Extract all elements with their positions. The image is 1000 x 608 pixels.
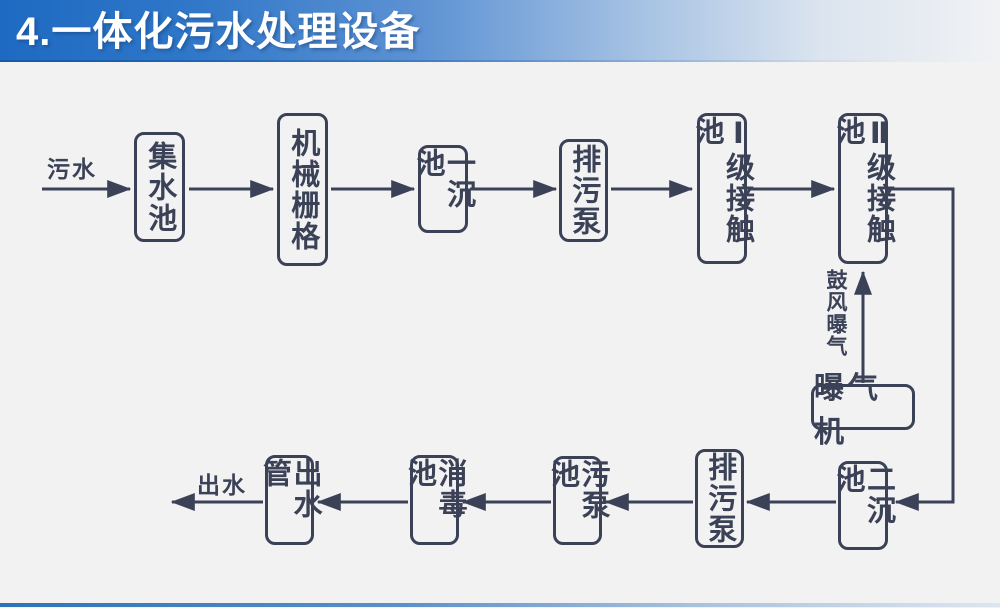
node-contact-tank-1: Ⅰ级接触池 — [691, 113, 753, 264]
node-sewage-pump-2: 排污泵 — [695, 449, 744, 548]
inflow-label: 污水 — [47, 156, 97, 182]
node-sewage-pump-2-label: 排污泵 — [703, 452, 736, 545]
slide-header: 4.一体化污水处理设备 — [0, 0, 1000, 62]
node-aerator-label: 曝气机 — [814, 372, 882, 449]
node-sludge-pump-tank-label: 污泵池 — [546, 459, 609, 521]
node-mechanical-grid-label: 机械栅格 — [286, 127, 319, 252]
bottom-accent-bar — [0, 603, 1000, 607]
node-secondary-sedimentation: 二沉池 — [832, 461, 894, 550]
node-sludge-pump-tank: 污泵池 — [547, 456, 609, 545]
node-primary-sedimentation-label: 一沉池 — [412, 148, 475, 210]
node-secondary-sedimentation-label: 二沉池 — [832, 464, 895, 526]
node-sewage-pump-1: 排污泵 — [559, 139, 608, 242]
node-mechanical-grid: 机械栅格 — [277, 113, 328, 266]
outflow-label: 出水 — [197, 472, 247, 498]
node-disinfection-tank-label: 消毒池 — [403, 458, 466, 520]
node-outlet-pipe-label: 出水管 — [258, 458, 321, 520]
node-collection-tank: 集水池 — [134, 132, 185, 242]
node-collection-tank-label: 集水池 — [143, 140, 176, 234]
node-contact-tank-1-label: Ⅰ级接触池 — [691, 116, 754, 245]
node-contact-tank-2-label: Ⅱ级接触池 — [832, 116, 895, 245]
node-sewage-pump-1-label: 排污泵 — [567, 144, 600, 237]
node-primary-sedimentation: 一沉池 — [412, 145, 474, 233]
node-contact-tank-2: Ⅱ级接触池 — [832, 113, 894, 264]
node-aerator: 曝气机 — [811, 372, 915, 449]
connector-contact2-to-secondary — [888, 187, 955, 511]
page-title: 4.一体化污水处理设备 — [16, 10, 421, 54]
node-disinfection-tank: 消毒池 — [404, 455, 466, 545]
node-outlet-pipe: 出水管 — [259, 455, 321, 545]
aeration-label: 鼓风曝气 — [824, 269, 847, 357]
